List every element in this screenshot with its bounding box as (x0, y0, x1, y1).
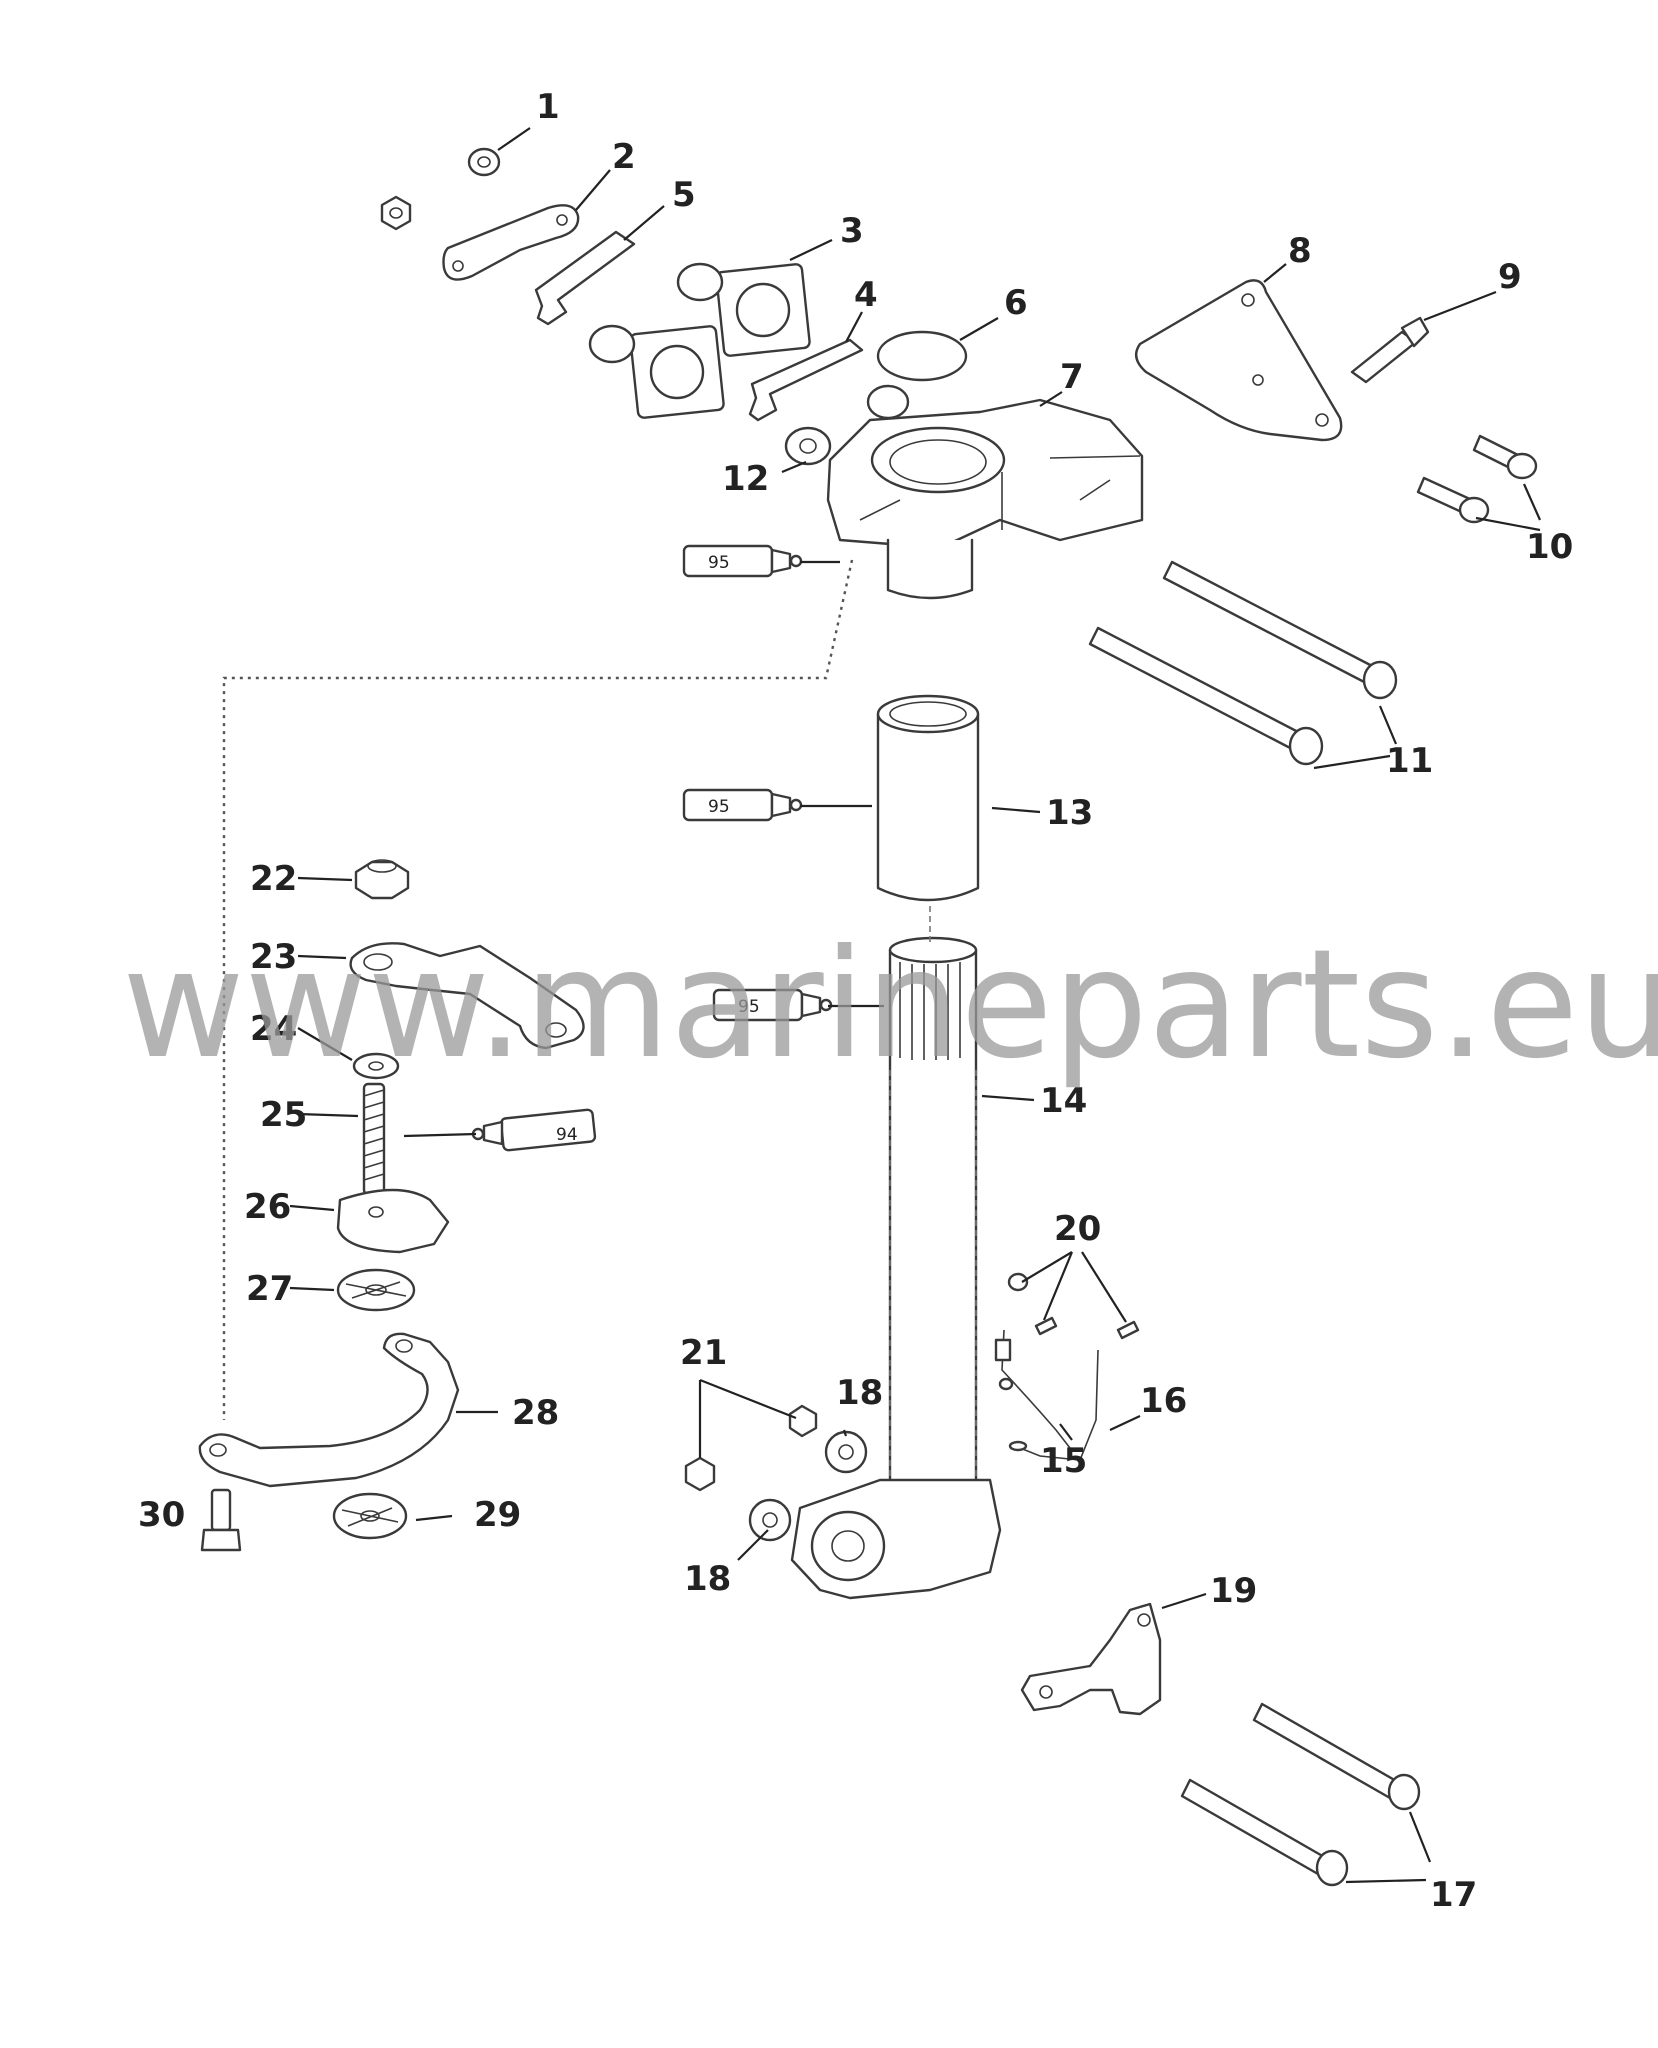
part-18-washer (748, 1430, 868, 1542)
callout-27: 27 (246, 1269, 293, 1309)
part-4-retainer (748, 338, 864, 422)
part-3-mount (588, 262, 811, 419)
part-8-plate (1134, 279, 1343, 442)
callout-4: 4 (854, 275, 878, 315)
part-30-bolt (200, 1488, 242, 1552)
callout-10: 10 (1526, 527, 1573, 567)
lubricant-tube-upper: 95 (682, 544, 803, 578)
callout-11: 11 (1386, 741, 1433, 781)
part-13-bushing (876, 694, 980, 902)
lubricant-tube-pin: 94 (471, 1108, 597, 1152)
callout-18-lower: 18 (684, 1559, 731, 1599)
part-6-o-ring (876, 330, 968, 382)
part-23-steering-arm (349, 942, 585, 1050)
callout-labels: 1 2 3 4 5 6 7 8 9 10 11 12 13 14 15 16 1… (138, 87, 1573, 1915)
part-21-nut (684, 1404, 818, 1492)
callout-7: 7 (1060, 357, 1084, 397)
lubricant-label-upper: 95 (708, 553, 730, 573)
callout-8: 8 (1288, 231, 1312, 271)
callout-2: 2 (612, 137, 636, 177)
part-10-bolts (1416, 434, 1538, 524)
callout-20: 20 (1054, 1209, 1101, 1249)
part-28-arm (198, 1332, 460, 1488)
lubricant-label-shaft: 95 (738, 997, 760, 1017)
part-1-washer (467, 147, 501, 177)
part-15-16-wire (994, 1329, 1099, 1461)
leader-lines (289, 127, 1542, 1884)
callout-5: 5 (672, 175, 696, 215)
hex-nut (380, 195, 412, 231)
callout-30: 30 (138, 1495, 185, 1535)
part-14-yoke (790, 1478, 1002, 1600)
callout-21: 21 (680, 1333, 727, 1373)
callout-26: 26 (244, 1187, 291, 1227)
callout-15: 15 (1040, 1441, 1087, 1481)
callout-25: 25 (260, 1095, 307, 1135)
part-20-screws (1007, 1272, 1140, 1340)
lubricant-tube-mid: 95 (682, 788, 803, 822)
swivel-column (886, 538, 974, 600)
callout-24: 24 (250, 1009, 297, 1049)
callout-29: 29 (474, 1495, 521, 1535)
lubricant-tube-shaft: 95 (712, 988, 833, 1022)
alignment-lines (222, 559, 977, 1480)
part-5-retainer (534, 230, 636, 326)
part-27-pad (336, 1268, 416, 1312)
part-25-stud (362, 1082, 386, 1196)
callout-14: 14 (1040, 1081, 1087, 1121)
part-7-swivel-bracket (826, 384, 1144, 550)
callout-16: 16 (1140, 1381, 1187, 1421)
part-24-washer (352, 1052, 400, 1080)
callout-1: 1 (536, 87, 560, 127)
callout-9: 9 (1498, 257, 1522, 297)
watermark: www.marineparts.eu (122, 918, 1658, 1092)
part-17-bolts (1180, 1702, 1421, 1887)
callout-17: 17 (1430, 1875, 1477, 1915)
callout-28: 28 (512, 1393, 559, 1433)
callout-18-upper: 18 (836, 1373, 883, 1413)
part-11-bolts (1088, 560, 1398, 766)
lubricant-label-pin: 94 (556, 1125, 578, 1145)
part-2-link (442, 204, 580, 281)
callout-19: 19 (1210, 1571, 1257, 1611)
part-9-screw (1350, 316, 1430, 384)
callout-13: 13 (1046, 793, 1093, 833)
callout-23: 23 (250, 937, 297, 977)
callout-3: 3 (840, 211, 864, 251)
callout-22: 22 (250, 859, 297, 899)
part-19-bracket (1020, 1602, 1162, 1716)
callout-6: 6 (1004, 283, 1028, 323)
lubricant-label-mid: 95 (708, 797, 730, 817)
callout-12: 12 (722, 459, 769, 499)
part-22-lock-nut (354, 859, 410, 900)
part-26-plate (336, 1188, 450, 1254)
part-29-pad (332, 1492, 408, 1540)
part-12-washer (784, 426, 832, 466)
